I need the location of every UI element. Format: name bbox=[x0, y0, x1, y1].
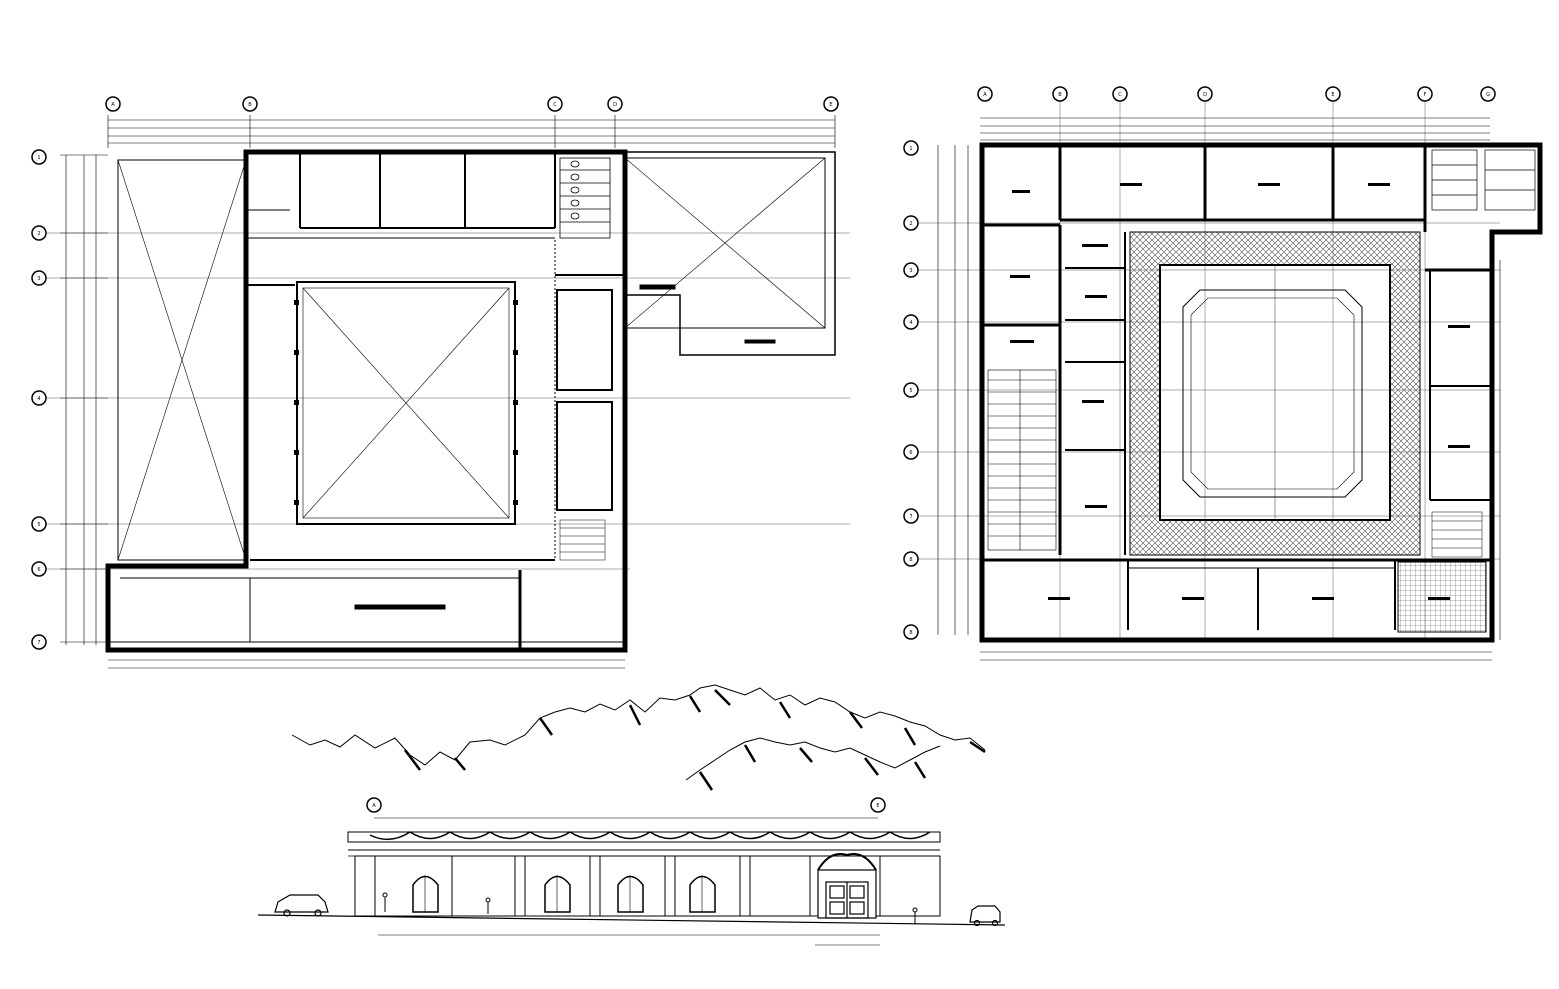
cornice-ornaments bbox=[369, 831, 931, 841]
axis-marker: A bbox=[977, 86, 993, 102]
svg-text:E: E bbox=[829, 102, 832, 108]
mountain-shading-strokes bbox=[404, 689, 986, 791]
person-figures bbox=[382, 892, 918, 924]
svg-text:G: G bbox=[1486, 92, 1490, 98]
axis-marker: C bbox=[547, 96, 563, 112]
axis-marker: D bbox=[1197, 86, 1213, 102]
seating-rows bbox=[987, 369, 1057, 551]
plan-right-top-axis-markers: A B C D E F G bbox=[977, 86, 1496, 102]
mountain-backdrop-sketch bbox=[291, 684, 986, 791]
svg-text:3: 3 bbox=[37, 276, 40, 282]
courtyard-columns-left bbox=[294, 300, 518, 505]
svg-text:A: A bbox=[983, 92, 987, 98]
axis-marker: 1 bbox=[903, 140, 919, 156]
arched-window bbox=[544, 875, 571, 913]
axis-marker: E bbox=[870, 797, 886, 813]
svg-text:F: F bbox=[1424, 92, 1427, 98]
axis-marker: 2 bbox=[31, 225, 47, 241]
axis-marker: 4 bbox=[903, 314, 919, 330]
axis-marker: A bbox=[105, 96, 121, 112]
svg-text:4: 4 bbox=[909, 320, 912, 326]
car-right bbox=[969, 905, 1001, 927]
elevation-pilasters bbox=[374, 856, 881, 916]
axis-marker: D bbox=[607, 96, 623, 112]
axis-marker: 1 bbox=[31, 149, 47, 165]
svg-text:5: 5 bbox=[37, 522, 40, 528]
svg-text:4: 4 bbox=[37, 396, 40, 402]
plan-left-side-axis-markers: 1 2 3 4 5 6 7 bbox=[31, 149, 47, 650]
axis-marker: 6 bbox=[903, 444, 919, 460]
plan-left-side-dimensions bbox=[60, 154, 108, 645]
plan-right-side-axis-markers: 1 2 3 4 5 6 7 8 bbox=[903, 140, 919, 640]
axis-marker: B bbox=[242, 96, 258, 112]
svg-text:7: 7 bbox=[37, 640, 40, 646]
axis-marker: C bbox=[1112, 86, 1128, 102]
toilet-stalls-right-plan bbox=[1431, 149, 1536, 211]
svg-text:1: 1 bbox=[909, 146, 912, 152]
axis-marker: 7 bbox=[903, 508, 919, 524]
car-left bbox=[274, 894, 329, 917]
toilet-stalls-left-plan bbox=[559, 157, 611, 239]
axis-marker: B bbox=[1052, 86, 1068, 102]
svg-text:C: C bbox=[1118, 92, 1122, 98]
svg-text:5: 5 bbox=[909, 388, 912, 394]
axis-marker: 8 bbox=[903, 551, 919, 567]
svg-text:B: B bbox=[1058, 92, 1062, 98]
plan-left-top-dimensions bbox=[107, 115, 836, 148]
svg-text:D: D bbox=[1203, 92, 1207, 98]
svg-text:C: C bbox=[553, 102, 557, 108]
axis-marker: 3 bbox=[31, 270, 47, 286]
svg-text:8: 8 bbox=[909, 630, 912, 636]
svg-text:E: E bbox=[1331, 92, 1334, 98]
floor-plan-left bbox=[40, 115, 850, 669]
axis-marker: 6 bbox=[31, 561, 47, 577]
svg-text:A: A bbox=[111, 102, 115, 108]
axis-marker: 7 bbox=[31, 634, 47, 650]
arched-window bbox=[412, 875, 439, 913]
svg-text:E: E bbox=[876, 803, 879, 809]
svg-text:B: B bbox=[248, 102, 252, 108]
svg-text:D: D bbox=[613, 102, 617, 108]
room-label-bars-right bbox=[1010, 183, 1470, 600]
axis-marker: E bbox=[823, 96, 839, 112]
svg-text:6: 6 bbox=[37, 567, 40, 573]
stairs-left-plan bbox=[559, 519, 606, 561]
front-elevation bbox=[257, 817, 1006, 946]
axis-marker: E bbox=[1325, 86, 1341, 102]
floor-plan-right bbox=[910, 95, 1543, 661]
axis-marker: F bbox=[1417, 86, 1433, 102]
axis-marker: 3 bbox=[903, 262, 919, 278]
stairs-right-plan bbox=[1431, 511, 1483, 558]
axis-marker: 4 bbox=[31, 390, 47, 406]
arched-window bbox=[617, 875, 644, 913]
axis-marker: G bbox=[1480, 86, 1496, 102]
plan-right-top-dimensions bbox=[980, 117, 1490, 141]
axis-marker: 8 bbox=[903, 624, 919, 640]
axis-marker: A bbox=[366, 797, 382, 813]
svg-text:7: 7 bbox=[909, 514, 912, 520]
axis-marker: 5 bbox=[31, 516, 47, 532]
svg-text:6: 6 bbox=[909, 450, 912, 456]
svg-text:2: 2 bbox=[909, 221, 912, 227]
svg-text:A: A bbox=[372, 803, 376, 809]
plan-left-top-axis-markers: A B C D E bbox=[105, 96, 839, 112]
axis-marker: 2 bbox=[903, 215, 919, 231]
entrance-portal bbox=[817, 853, 877, 919]
svg-text:3: 3 bbox=[909, 268, 912, 274]
axis-marker: 5 bbox=[903, 382, 919, 398]
svg-text:2: 2 bbox=[37, 231, 40, 237]
svg-text:8: 8 bbox=[909, 557, 912, 563]
plan-left-axis-lines bbox=[40, 232, 850, 570]
svg-text:1: 1 bbox=[37, 155, 40, 161]
elevation-axis-markers: A E bbox=[366, 797, 886, 813]
arched-window bbox=[689, 875, 716, 913]
